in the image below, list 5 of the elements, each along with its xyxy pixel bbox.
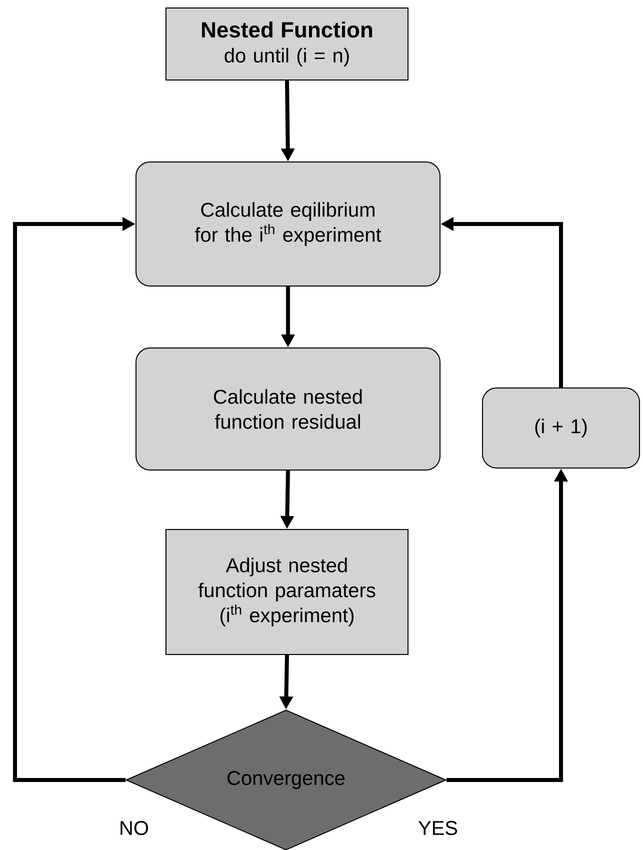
process-box: (i + 1) [482, 388, 640, 468]
process-box: Calculate nested function residual [136, 348, 440, 470]
process-box: Calculate eqilibrium for the i$^{th}$ experiment [136, 162, 440, 286]
process-box: Adjust nested function paramaters (i$^{th}$ experiment) [166, 529, 408, 655]
process-box: Nested Function do until (i = n) [166, 8, 408, 80]
